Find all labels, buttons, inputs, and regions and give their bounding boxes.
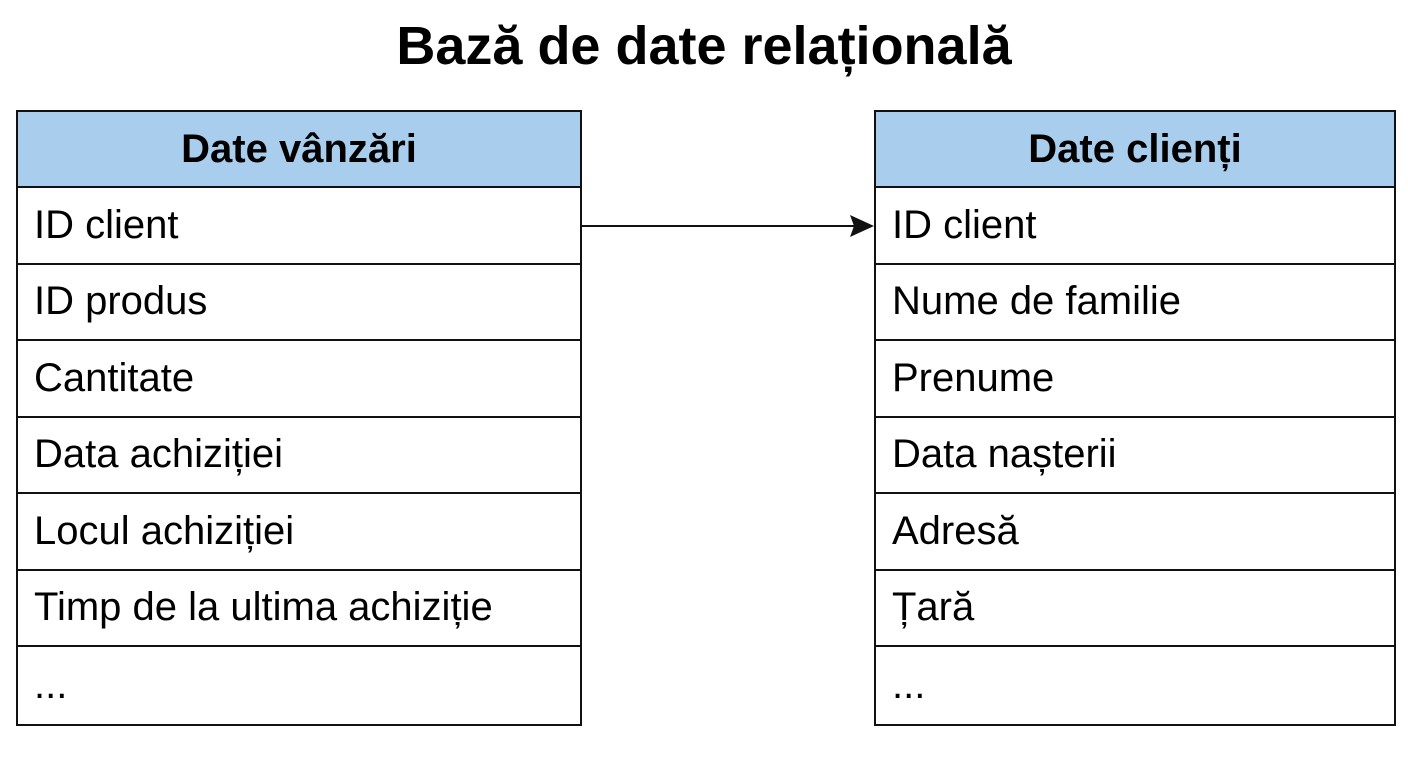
table-sales-data: Date vânzări ID client ID produs Cantita… [16, 110, 582, 726]
field-sales-purchase-place: Locul achiziției [18, 494, 580, 571]
field-sales-product-id: ID produs [18, 265, 580, 341]
field-sales-purchase-date: Data achiziției [18, 418, 580, 494]
diagram-title: Bază de date relațională [396, 16, 1012, 76]
field-customer-country: Țară [876, 571, 1394, 647]
field-customer-first-name: Prenume [876, 341, 1394, 418]
field-customer-more: ... [892, 662, 926, 707]
field-customer-address: Adresă [876, 494, 1394, 571]
field-sales-time-since-last-purchase: Timp de la ultima achiziție [18, 571, 580, 647]
field-customer-last-name: Nume de familie [876, 265, 1394, 341]
field-sales-quantity: Cantitate [18, 341, 580, 418]
table-header-customer-data: Date clienți [876, 112, 1394, 188]
field-sales-client-id: ID client [18, 188, 580, 265]
relation-arrowhead [850, 215, 874, 237]
table-header-sales-data: Date vânzări [18, 112, 580, 188]
field-customer-client-id: ID client [876, 188, 1394, 265]
table-customer-data: Date clienți ID client Nume de familie P… [874, 110, 1396, 726]
field-customer-birth-date: Data nașterii [876, 418, 1394, 494]
field-sales-more: ... [34, 662, 68, 707]
